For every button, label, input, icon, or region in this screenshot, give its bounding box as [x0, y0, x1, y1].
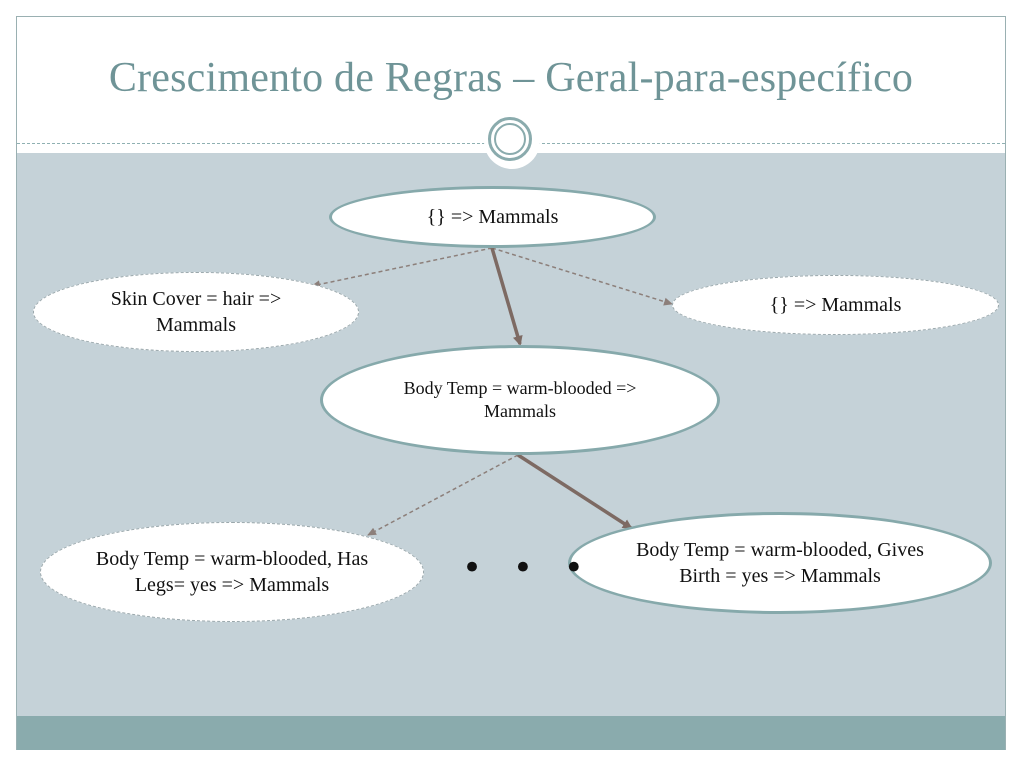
edge-root-to-body — [490, 247, 523, 346]
edge-body-to-legs — [367, 454, 519, 536]
ellipsis-indicator: • • • — [462, 548, 594, 588]
node-gives-birth-label: Body Temp = warm-blooded, Gives Birth = … — [636, 539, 924, 587]
node-body-temp-rule: Body Temp = warm-blooded => Mammals — [320, 345, 720, 455]
node-skin-cover-rule: Skin Cover = hair => Mammals — [33, 272, 359, 352]
edge-root-to-skin — [311, 247, 493, 289]
node-has-legs-label: Body Temp = warm-blooded, Has Legs= yes … — [95, 548, 369, 596]
node-empty-rule: {} => Mammals — [672, 275, 999, 335]
node-empty-label: {} => Mammals — [769, 294, 902, 316]
edge-body-to-birth — [517, 453, 633, 530]
footer-band — [17, 716, 1005, 750]
slide-title: Crescimento de Regras – Geral-para-espec… — [108, 55, 914, 101]
node-root-rule: {} => Mammals — [329, 186, 656, 248]
node-has-legs-rule: Body Temp = warm-blooded, Has Legs= yes … — [40, 522, 424, 622]
node-body-temp-label: Body Temp = warm-blooded => Mammals — [403, 377, 637, 421]
edge-root-to-empty — [491, 247, 673, 306]
node-gives-birth-rule: Body Temp = warm-blooded, Gives Birth = … — [568, 512, 992, 614]
circle-ornament-inner-ring — [494, 123, 526, 155]
node-skin-cover-label: Skin Cover = hair => Mammals — [110, 288, 282, 336]
node-root-label: {} => Mammals — [426, 206, 559, 228]
